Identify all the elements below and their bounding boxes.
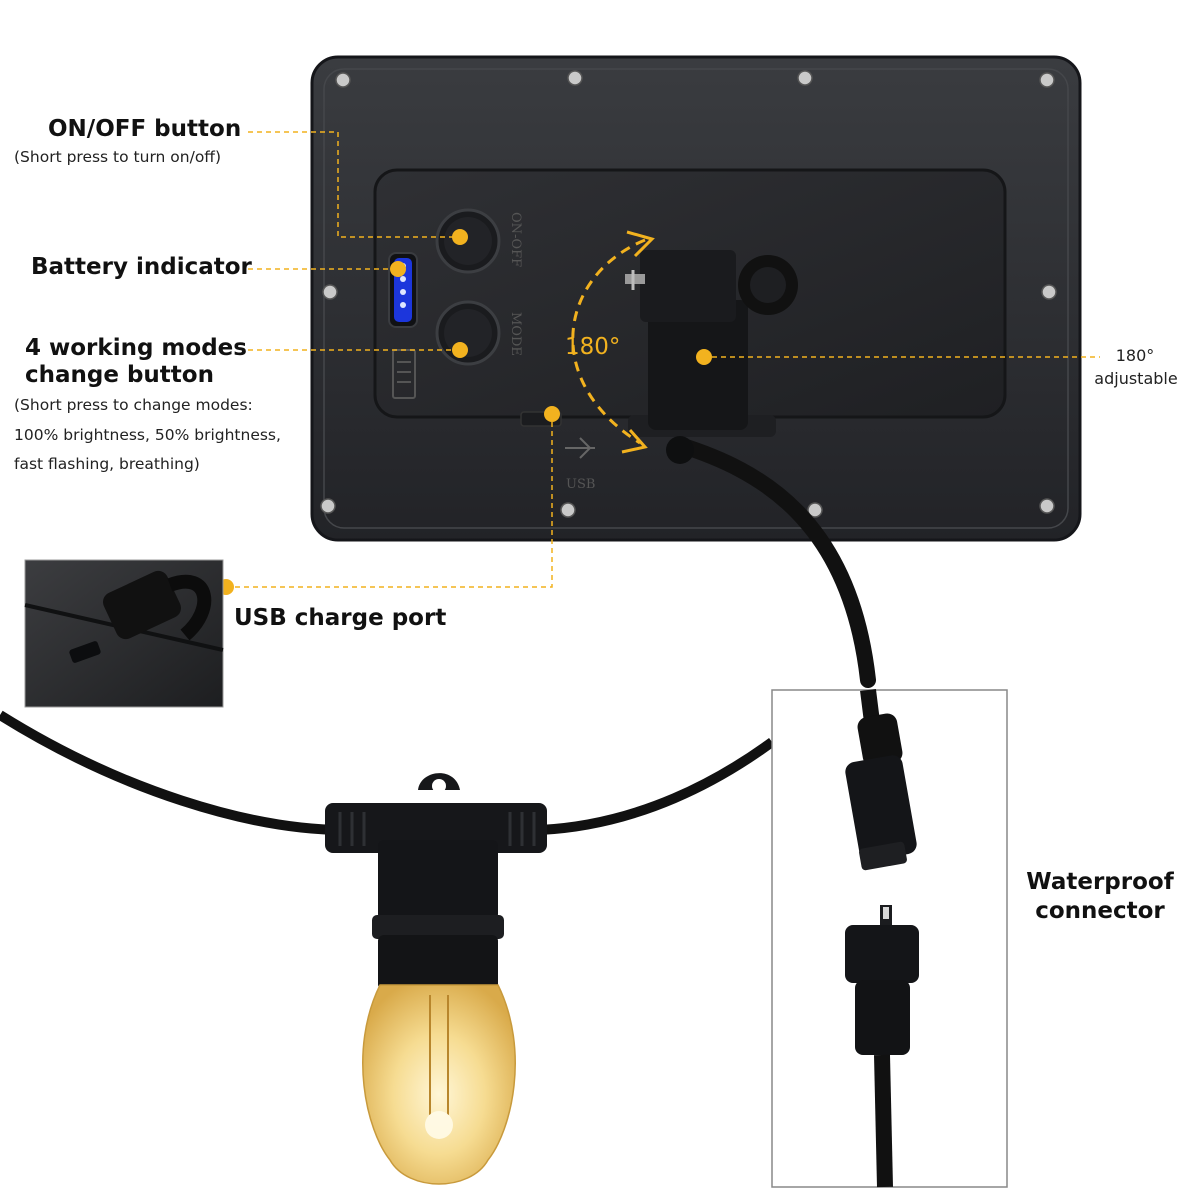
usb-port-inset xyxy=(24,559,224,708)
leader-lines xyxy=(226,131,1100,588)
connector-title-line2: connector xyxy=(1035,898,1165,924)
rotation-arrow-bottom xyxy=(621,429,648,454)
string-cable xyxy=(0,710,346,835)
battery-segment xyxy=(400,276,406,282)
leader-dots xyxy=(218,229,712,595)
modes-desc-line1: (Short press to change modes: xyxy=(14,396,253,414)
mode-marking: MODE xyxy=(508,312,523,356)
panel-cable xyxy=(672,437,876,688)
onoff-switch[interactable] xyxy=(435,208,501,274)
rotation-angle: 180° xyxy=(565,334,620,360)
knob-icon xyxy=(738,255,798,315)
usb-marking: USB xyxy=(566,477,595,492)
rotation-note-line1: 180° xyxy=(1115,346,1155,365)
onoff-button-desc: (Short press to turn on/off) xyxy=(14,148,222,166)
battery-indicator-title: Battery indicator xyxy=(31,254,252,280)
modes-button-title-line2: change button xyxy=(25,362,214,388)
onoff-marking: ON-OFF xyxy=(508,212,523,267)
rotation-arc xyxy=(571,238,646,445)
modes-desc-line3: fast flashing, breathing) xyxy=(14,455,200,473)
string-cable-right xyxy=(539,737,775,835)
rotation-note-line2: adjustable xyxy=(1094,369,1178,388)
usb-icon xyxy=(565,437,595,459)
modes-desc-line2: 100% brightness, 50% brightness, xyxy=(14,426,281,444)
usb-port-title: USB charge port xyxy=(234,605,447,631)
mount-bracket xyxy=(625,250,798,437)
panel-screws xyxy=(320,70,1057,518)
rotation-arrow-top xyxy=(626,230,655,258)
bulb-socket xyxy=(325,773,547,990)
connector-inset xyxy=(771,689,1008,1188)
battery-segments xyxy=(400,263,406,308)
battery-segment xyxy=(400,289,406,295)
battery-segment xyxy=(400,302,406,308)
connector-title-line1: Waterproof xyxy=(1026,869,1174,895)
mode-switch[interactable] xyxy=(435,300,501,366)
modes-button-title-line1: 4 working modes xyxy=(25,335,247,361)
onoff-button-title: ON/OFF button xyxy=(48,116,242,142)
bulb xyxy=(362,984,516,1185)
